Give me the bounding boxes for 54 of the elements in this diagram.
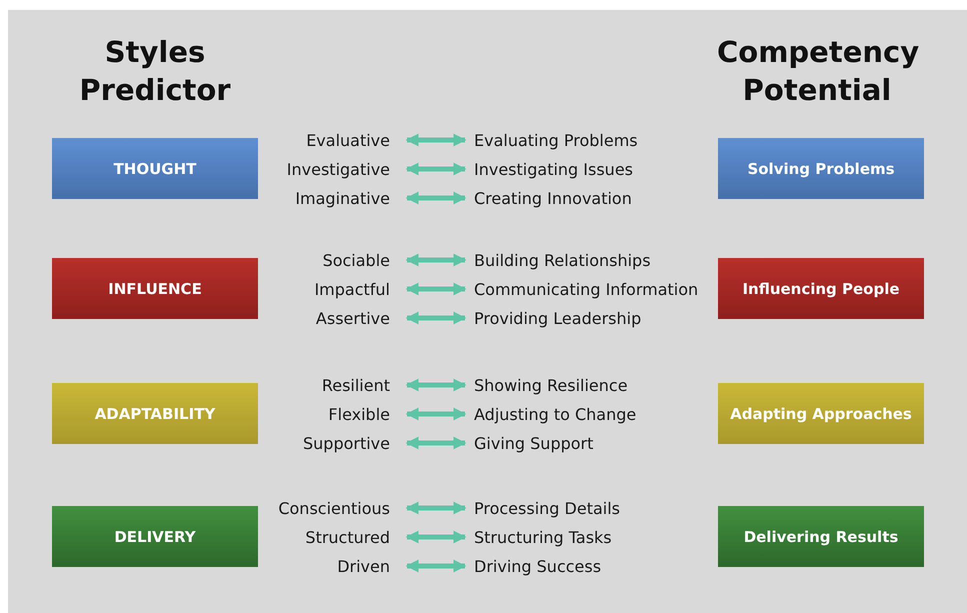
style-label: Flexible <box>328 404 390 424</box>
competency-box <box>718 138 924 199</box>
box-label: THOUGHT <box>114 160 196 178</box>
competency-label: Driving Success <box>474 556 602 576</box>
style-label: Sociable <box>322 250 390 270</box>
column-heading: Competency Potential <box>717 34 917 109</box>
competency-label: Communicating Information <box>474 280 698 298</box>
double-arrow <box>406 378 466 392</box>
double-arrow <box>406 530 466 544</box>
double-arrow <box>406 282 466 296</box>
competency-label: Creating Innovation <box>474 188 632 208</box>
double-arrow <box>406 312 466 324</box>
box-label: ADAPTABILITY <box>94 404 216 422</box>
competency-label: Showing Resilience <box>474 376 628 394</box>
style-label: Resilient <box>322 376 390 394</box>
competency-label: Structuring Tasks <box>474 528 612 546</box>
competency-box <box>718 258 924 319</box>
style-box <box>52 383 258 444</box>
style-box <box>52 506 258 567</box>
box-label: DELIVERY <box>114 528 196 546</box>
box-label: Influencing People <box>742 280 900 298</box>
competency-label: Providing Leadership <box>474 308 642 328</box>
double-arrow <box>406 560 466 572</box>
style-label: Supportive <box>302 434 390 452</box>
style-label: Evaluative <box>306 130 390 150</box>
double-arrow <box>406 254 466 266</box>
box-label: Adapting Approaches <box>730 404 912 422</box>
style-label: Investigative <box>286 160 390 178</box>
competency-label: Giving Support <box>474 434 594 452</box>
double-arrow <box>406 192 466 204</box>
style-box <box>52 138 258 199</box>
double-arrow <box>406 134 466 146</box>
style-label: Structured <box>305 528 390 546</box>
style-label: Driven <box>337 556 390 576</box>
competency-label: Evaluating Problems <box>474 130 638 150</box>
column-heading: Styles Predictor <box>78 34 232 109</box>
double-arrow <box>406 408 466 420</box>
box-label: INFLUENCE <box>108 280 202 298</box>
box-label: Delivering Results <box>744 528 898 546</box>
double-arrow <box>406 502 466 514</box>
style-label: Imaginative <box>295 188 390 208</box>
double-arrow <box>406 436 466 450</box>
style-label: Conscientious <box>278 498 390 518</box>
style-label: Assertive <box>316 308 390 328</box>
competency-label: Adjusting to Change <box>474 404 636 424</box>
competency-label: Processing Details <box>474 498 620 518</box>
style-box <box>52 258 258 319</box>
style-label: Impactful <box>314 280 390 298</box>
competency-label: Building Relationships <box>474 250 651 270</box>
competency-box <box>718 506 924 567</box>
competency-box <box>718 383 924 444</box>
double-arrow <box>406 162 466 176</box>
box-label: Solving Problems <box>747 160 895 178</box>
competency-label: Investigating Issues <box>474 160 633 178</box>
